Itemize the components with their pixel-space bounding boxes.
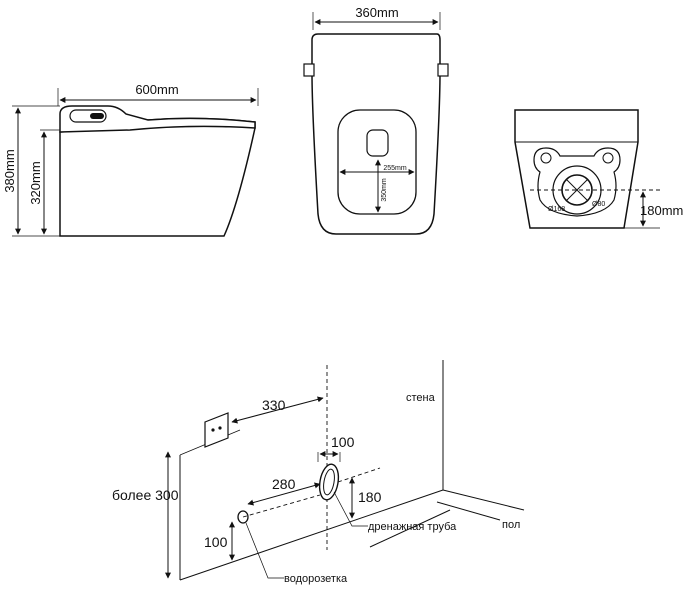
bottom-view: Ø168 Ø80 180mm <box>514 109 683 229</box>
control-button <box>90 113 104 119</box>
seat-opening <box>337 109 417 215</box>
water-outlet-label: водорозетка <box>284 573 348 585</box>
drain-pipe <box>318 463 340 501</box>
water-to-drain-label: 280 <box>272 476 296 492</box>
drain-from-wall-label: 180 <box>358 489 382 505</box>
toilet-side-lid <box>59 105 256 133</box>
left-hinge <box>303 63 315 77</box>
drain-offset-label: 180mm <box>640 203 683 218</box>
outlet-diameter-label: Ø168 <box>548 206 565 213</box>
top-width-label: 360mm <box>355 5 398 20</box>
side-width-label: 600mm <box>135 82 178 97</box>
wall-label: стена <box>406 392 436 404</box>
side-view: 600mm 380mm 320mm <box>2 82 259 237</box>
drain-pipe-label: дренажная труба <box>368 521 457 533</box>
socket-distance-label: 330 <box>262 397 286 413</box>
right-hinge <box>437 63 449 77</box>
nozzle-window <box>366 129 389 157</box>
water-outlet-leader <box>245 522 284 579</box>
socket-distance-dimension <box>231 396 324 424</box>
body-height-label: 320mm <box>28 161 43 204</box>
drain-diameter-label: Ø80 <box>592 201 605 208</box>
wall-floor-line <box>179 489 444 581</box>
socket-height-label: более 300 <box>112 487 179 503</box>
floor-label: пол <box>502 519 520 531</box>
water-to-drain-dimension <box>247 482 321 506</box>
seat-width-label: 255mm <box>383 165 407 172</box>
top-view: 360mm 255mm 350mm <box>303 5 449 235</box>
total-height-label: 380mm <box>2 149 17 192</box>
drain-pipe-leader <box>333 491 368 527</box>
floor-line <box>442 489 525 511</box>
water-height-label: 100 <box>204 534 228 550</box>
power-socket <box>204 412 229 448</box>
toilet-side-body <box>59 117 256 237</box>
installation-view: стена пол 330 100 180 <box>112 360 525 585</box>
drain-width-label: 100 <box>331 434 355 450</box>
seat-length-label: 350mm <box>381 178 388 202</box>
